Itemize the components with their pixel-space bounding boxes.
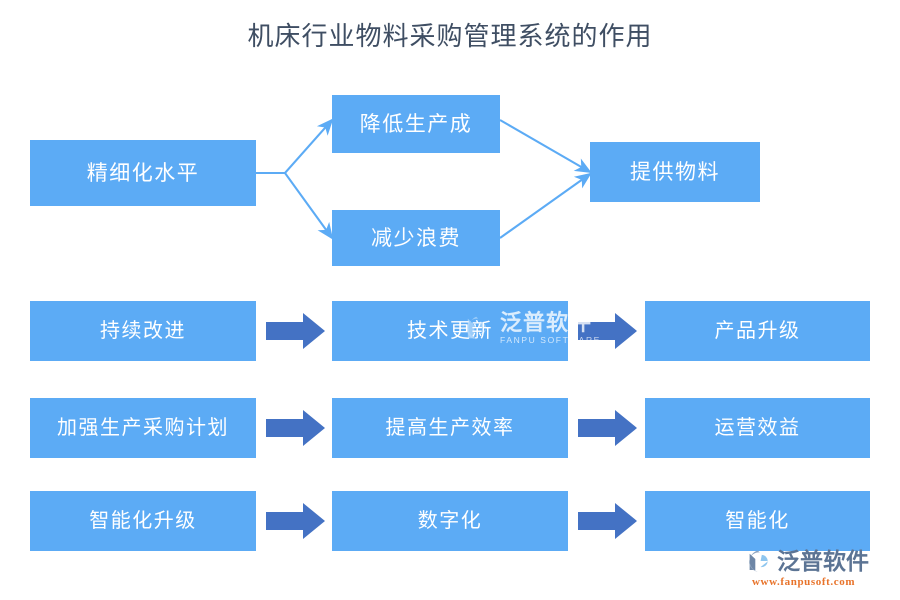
node-source[interactable]: 精细化水平 <box>30 140 256 206</box>
flow-2-step-1[interactable]: 加强生产采购计划 <box>30 398 256 458</box>
connector-source-to-branch-2 <box>256 171 334 240</box>
flow-2-step-2[interactable]: 提高生产效率 <box>332 398 568 458</box>
flow-1-step-3[interactable]: 产品升级 <box>645 301 870 361</box>
flow-3-step-3[interactable]: 智能化 <box>645 491 870 551</box>
brand-url: www.fanpusoft.com <box>752 576 856 588</box>
page-title: 机床行业物料采购管理系统的作用 <box>247 22 653 51</box>
flow-3-step-1[interactable]: 智能化升级 <box>30 491 256 551</box>
brand-row: 泛普软件 <box>748 548 869 574</box>
fanpu-logo-mark-icon <box>749 550 769 572</box>
flow-1-step-1[interactable]: 持续改进 <box>30 301 256 361</box>
brand-logo: 泛普软件 www.fanpusoft.com <box>748 548 893 596</box>
block-arrow-row2-col1 <box>266 410 325 446</box>
block-arrow-row3-col2 <box>578 503 637 539</box>
connector-branch-2-to-target <box>499 172 592 239</box>
flow-2-step-3[interactable]: 运营效益 <box>645 398 870 458</box>
node-branch-1[interactable]: 降低生产成 <box>332 95 500 153</box>
block-arrow-row1-col1 <box>266 313 325 349</box>
brand-name: 泛普软件 <box>777 547 869 574</box>
block-arrow-row3-col1 <box>266 503 325 539</box>
node-branch-2[interactable]: 减少浪费 <box>332 210 500 266</box>
flow-3-step-2[interactable]: 数字化 <box>332 491 568 551</box>
block-arrow-row1-col2 <box>578 313 637 349</box>
block-arrow-row2-col2 <box>578 410 637 446</box>
connector-branch-1-to-target <box>499 119 592 174</box>
node-target[interactable]: 提供物料 <box>590 142 760 202</box>
flow-1-step-2[interactable]: 技术更新 <box>332 301 568 361</box>
